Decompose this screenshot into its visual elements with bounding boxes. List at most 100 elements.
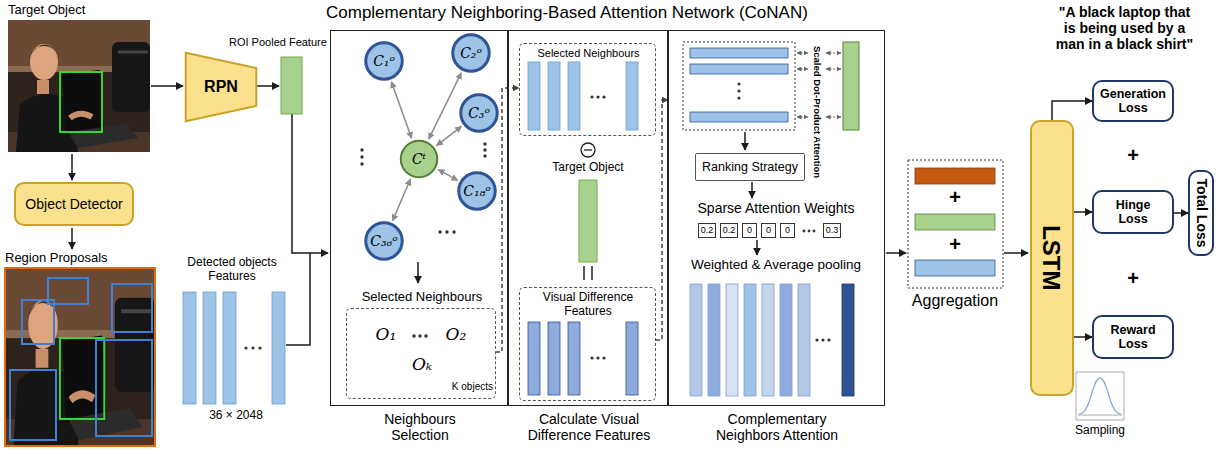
neighbour-bars [528, 62, 638, 130]
weighted-bars [726, 284, 738, 396]
weighted-bars [827, 338, 830, 341]
neighbour-bars [590, 95, 593, 98]
difference-bars [548, 322, 560, 395]
circle-shape [461, 95, 497, 131]
difference-bars [602, 356, 605, 359]
sampling-plot [1079, 378, 1121, 414]
node-text: O₁ [369, 325, 403, 345]
node-label: Total Loss [1193, 179, 1209, 248]
aggregation-arrows [1004, 252, 1028, 254]
weight-cell: 0.2 [720, 223, 738, 238]
weight-dots [803, 230, 806, 233]
attention-key-bar [843, 42, 859, 130]
neighbour-set-box: Selected NeighboursO₁O₂OₖK objects [346, 308, 496, 399]
node-text: K objects [435, 381, 493, 393]
equals-symbol [583, 266, 585, 280]
node-label: C₃ᵒ [468, 105, 490, 121]
difference-bars [626, 322, 638, 395]
neighbour-link [429, 73, 462, 139]
attention-arrows [797, 117, 808, 118]
aggregation-box [908, 160, 1003, 288]
weighted-bars [690, 284, 702, 396]
node-text: Selected Neighbours [520, 47, 657, 60]
attention-step-arrows [744, 132, 746, 150]
detected-feature-bars [251, 346, 254, 349]
attention-label: Scaled Dot-Product Attention [812, 46, 823, 178]
node-label: 0.3 [826, 225, 839, 235]
node-label: Cᵗ [412, 151, 426, 167]
node-label: 0 [785, 225, 790, 235]
weighted-bars [744, 284, 756, 396]
image-caption: Region Proposals [5, 251, 108, 266]
neighbour-dots [452, 230, 455, 233]
neighbour-dots [412, 334, 415, 337]
attention-query-box [683, 42, 795, 130]
detected-feature-bars [244, 346, 247, 349]
attention-query-box [690, 64, 788, 74]
weighted-bars [821, 338, 824, 341]
weight-cell: 0 [780, 223, 795, 238]
left-arrows [71, 228, 73, 249]
flow-arrow [1074, 211, 1092, 213]
node-label: 0 [747, 225, 752, 235]
left-arrows [292, 114, 328, 253]
trapezoid-shape [186, 53, 257, 122]
circle-shape [366, 223, 402, 259]
weighted-bars [708, 284, 720, 396]
attention-query-box [683, 42, 795, 130]
node-label: 0 [766, 225, 771, 235]
aggregation-box [915, 214, 995, 230]
neighbour-bars [568, 62, 580, 130]
neighbour-dots [483, 142, 486, 145]
flow-arrow [1174, 212, 1188, 214]
neighbour-link [393, 179, 411, 221]
node-label: C₂ᵒ [460, 45, 482, 61]
node-label: Object Detector [25, 196, 122, 212]
neighbour-bars [596, 95, 599, 98]
feature-label: ROI Pooled Feature [229, 36, 327, 49]
region-proposals-photo [10, 370, 56, 440]
difference-bars [528, 322, 638, 395]
target-feature-bar [579, 180, 597, 262]
node-label: Generation Loss [1095, 87, 1171, 116]
weight-cell: 0.2 [698, 223, 716, 238]
left-arrows [286, 253, 310, 345]
module-panel: Complementary Neighbors AttentionRanking… [668, 30, 885, 406]
weighted-bars [690, 284, 854, 396]
sampling-plot [1076, 372, 1124, 420]
object-circle: C₁ᵒ [365, 42, 403, 80]
attention-query-box [737, 96, 740, 99]
equals-symbol [584, 266, 592, 280]
attention-query-box [690, 112, 788, 122]
flow-arrow [1074, 336, 1092, 338]
module-panel: Neighbours SelectionC₁ᵒC₂ᵒC₃ᵒCᵗC₁₈ᵒC₃₆ᵒS… [330, 30, 508, 406]
difference-bars [596, 356, 599, 359]
target-circle: Cᵗ [400, 140, 438, 178]
region-proposals-photo [5, 268, 155, 446]
step-label: Weighted & Average pooling [676, 257, 876, 273]
node-label: C₁ᵒ [373, 53, 395, 69]
difference-bars [590, 356, 593, 359]
circle-shape [366, 43, 402, 79]
neighbour-link [438, 170, 457, 181]
attention-step-arrows [756, 240, 758, 255]
neighbour-dots [483, 148, 486, 151]
weighted-bars [842, 284, 854, 396]
node-label: Hinge Loss [1103, 198, 1163, 227]
plus-sign: + [1113, 145, 1153, 165]
neighbour-dots [445, 230, 448, 233]
detected-feature-bars [203, 292, 216, 404]
weight-dots [803, 230, 816, 233]
object-circle: C₃₆ᵒ [365, 222, 403, 260]
weight-dots [813, 230, 816, 233]
left-arrows [151, 85, 183, 87]
target-photo [8, 20, 150, 152]
sampling-plot [1078, 415, 1122, 416]
attention-arrows [797, 53, 808, 54]
node-label: C₃₆ᵒ [370, 233, 397, 249]
diagram-title: Complementary Neighboring-Based Attentio… [326, 3, 808, 23]
left-arrows [257, 85, 279, 87]
aggregation-box [915, 260, 995, 276]
selection-arrow [417, 262, 419, 283]
